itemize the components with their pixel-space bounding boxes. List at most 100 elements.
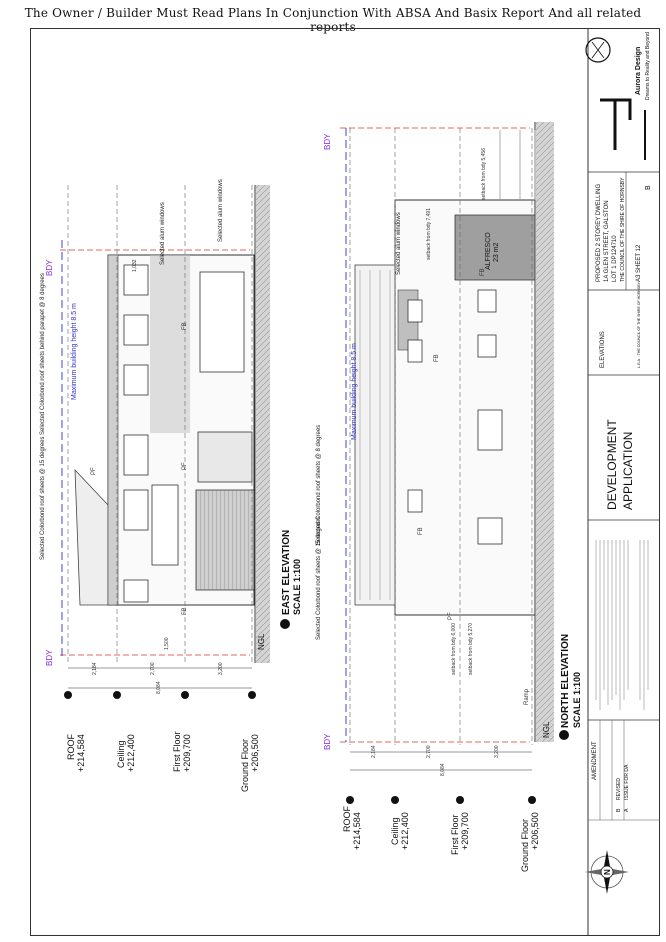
east-level-marker	[113, 691, 121, 699]
north-note-roof-15: Selected Colorbond roof sheets @ 15 degr…	[316, 516, 322, 640]
east-roof	[74, 468, 109, 606]
east-level-ceiling-value: +212,400	[126, 734, 136, 772]
north-bdy-label: BDY	[323, 733, 332, 750]
north-window	[477, 409, 503, 451]
drawing-sheet-border	[30, 28, 660, 936]
east-window	[123, 489, 149, 531]
east-bdy-label: BDY	[45, 649, 54, 666]
north-max-height-label: Maximum building height 8.5 m	[351, 343, 358, 440]
east-elevation: BDY BDY Maximum building height 8.5 m NG…	[40, 179, 302, 792]
north-dim: 2,700	[426, 745, 432, 758]
north-level-ground-floor-value: +206,500	[530, 812, 540, 850]
north-level-roof-value: +214,584	[352, 812, 362, 850]
east-level-ground-floor: Ground Floor	[240, 739, 250, 792]
application-label: APPLICATION	[621, 432, 635, 510]
north-roof	[354, 264, 396, 606]
north-fb-label: FB	[434, 354, 440, 362]
east-bdy-label: BDY	[45, 259, 54, 276]
north-window	[477, 334, 497, 358]
north-bdy-label: BDY	[323, 133, 332, 150]
east-dim: 3,200	[218, 662, 224, 675]
east-pf-label: PF	[182, 462, 188, 470]
north-dim: 2,184	[371, 745, 377, 758]
east-fb-label: FB	[182, 322, 188, 330]
north-title: NORTH ELEVATION	[560, 634, 571, 728]
east-window	[123, 314, 149, 346]
north-window	[407, 339, 423, 363]
east-pf-label: PF	[91, 467, 97, 475]
north-note-windows: Selected alum windows	[396, 212, 402, 275]
east-window	[151, 484, 179, 566]
east-window	[123, 364, 149, 396]
north-level-marker	[346, 796, 354, 804]
north-setback: setback from bdy 6,000	[451, 623, 457, 675]
north-level-ceiling: Ceiling	[390, 817, 400, 845]
east-level-marker	[181, 691, 189, 699]
east-level-first-floor-value: +209,700	[182, 734, 192, 772]
project-line: LOT 1 DP124710	[612, 235, 618, 282]
north-alfresco	[454, 214, 536, 281]
east-level-ceiling: Ceiling	[116, 740, 126, 768]
north-note-roof-8: Selected Colorbond roof sheets @ 8 degre…	[316, 425, 322, 545]
north-window	[477, 289, 497, 313]
north-level-ceiling-value: +212,400	[400, 812, 410, 850]
north-level-marker	[528, 796, 536, 804]
sheet-label: A3 SHEET 12	[636, 244, 642, 282]
application-label: DEVELOPMENT	[605, 419, 619, 510]
amendment-rev: A	[624, 808, 630, 812]
north-elevation: BDY BDY Maximum building height 8.5 m NG…	[316, 122, 582, 872]
north-level-first-floor: First Floor	[450, 814, 460, 855]
north-ground-strip	[536, 122, 554, 742]
north-level-marker	[391, 796, 399, 804]
east-level-ground-floor-value: +206,500	[250, 734, 260, 772]
north-setback: setback from bdy 5,270	[468, 623, 474, 675]
east-garage-door	[195, 489, 255, 591]
compass-north-label: N	[603, 869, 612, 875]
east-note-roof-8: Selected Colorbond roof sheets behind pa…	[40, 273, 46, 435]
east-note-windows: Selected alum windows	[218, 179, 224, 242]
lga-label: L.G.A. : THE COUNCIL OF THE SHIRE OF HOR…	[637, 281, 641, 368]
project-line: THE COUNCIL OF THE SHIRE OF HORNSBY	[620, 177, 626, 282]
title-block: Aurora Design Dreams to Reality and Beyo…	[585, 28, 660, 936]
revision-letter: B	[645, 185, 652, 190]
east-dim-1500: 1,500	[164, 637, 170, 650]
east-window	[123, 264, 149, 296]
east-window	[123, 434, 149, 476]
north-level-marker	[456, 796, 464, 804]
north-level-ground-floor: Ground Floor	[520, 819, 530, 872]
compass-rose: N	[585, 850, 629, 894]
svg-text:Aurora Design: Aurora Design	[635, 47, 642, 95]
east-level-roof: ROOF	[66, 733, 76, 760]
north-fb-label: FB	[480, 268, 486, 276]
east-entry-door	[197, 431, 253, 483]
north-window	[407, 489, 423, 513]
svg-text:Dreams to Reality and Beyond: Dreams to Reality and Beyond	[645, 32, 651, 100]
company-logo: Aurora Design Dreams to Reality and Beyo…	[585, 32, 651, 160]
drawing-title: ELEVATIONS	[600, 331, 606, 368]
east-level-marker	[248, 691, 256, 699]
north-level-roof: ROOF	[342, 805, 352, 832]
east-ngl-label: NGL	[257, 633, 266, 650]
east-window-large	[199, 271, 245, 373]
east-scale: SCALE 1:100	[292, 559, 302, 615]
east-window	[123, 579, 149, 603]
amendment-rev: B	[616, 808, 622, 812]
amendment-desc: ISSUE FOR DA	[624, 764, 630, 800]
east-dim-1032: 1,032	[132, 259, 138, 272]
north-title-marker	[559, 730, 569, 740]
east-dim: 8,084	[156, 681, 162, 694]
east-wall-shade	[150, 255, 190, 433]
east-title: EAST ELEVATION	[281, 530, 292, 615]
north-alfresco-label: ALFRESCO	[485, 232, 492, 270]
north-setback: setback from bdy 7,491	[426, 208, 432, 260]
east-note-windows: Selected alum windows	[160, 202, 166, 265]
builder-notice: The Owner / Builder Must Read Plans In C…	[24, 6, 642, 34]
amendment-desc: REVISED	[616, 778, 622, 800]
north-setback: setback from bdy 5,456	[481, 148, 487, 200]
north-fb-label: FB	[418, 527, 424, 535]
amendment-header: AMENDMENT	[592, 741, 598, 780]
north-scale: SCALE 1:100	[572, 672, 582, 728]
east-level-first-floor: First Floor	[172, 731, 182, 772]
east-fb-label: FB	[182, 607, 188, 615]
